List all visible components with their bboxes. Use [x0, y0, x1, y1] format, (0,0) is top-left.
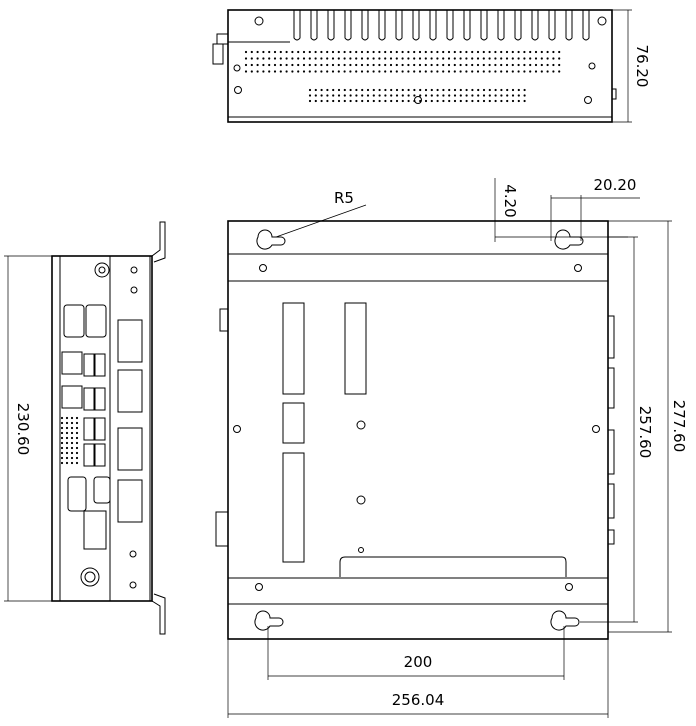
vent-holes — [244, 50, 561, 103]
top-view: 76.20 — [212, 9, 651, 123]
dim-total-height: 277.60 — [670, 400, 688, 453]
dim-radius: R5 — [334, 189, 354, 207]
dim-total-width: 256.04 — [392, 691, 445, 709]
screw-bottom-right — [584, 96, 592, 104]
screw-top-left — [254, 16, 264, 26]
dim-slot-offset: 4.20 — [501, 184, 519, 217]
side-vent-holes — [60, 416, 79, 465]
dim-hole-spacing: 200 — [404, 653, 433, 671]
keyhole-slot-top-right — [554, 229, 584, 250]
screw-mid-right — [588, 62, 596, 70]
side-view: 230.60 — [4, 221, 166, 635]
screw-mid-left — [233, 64, 241, 72]
plan-view: R5 4.20 20.20 257.60 277.60 200 256.04 — [215, 176, 688, 718]
dim-top-view-height: 76.20 — [633, 45, 651, 88]
dim-side-view-height: 230.60 — [14, 403, 32, 456]
keyhole-slot-bottom-right — [550, 610, 580, 631]
keyhole-slot-bottom-left — [254, 610, 284, 631]
heatsink-fins — [228, 10, 590, 43]
screw-top-right — [597, 16, 607, 26]
keyhole-slot-top-left — [256, 229, 286, 250]
dim-slot-width: 20.20 — [594, 176, 637, 194]
screw-bottom-left — [234, 86, 242, 94]
dim-inner-height: 257.60 — [636, 406, 654, 459]
